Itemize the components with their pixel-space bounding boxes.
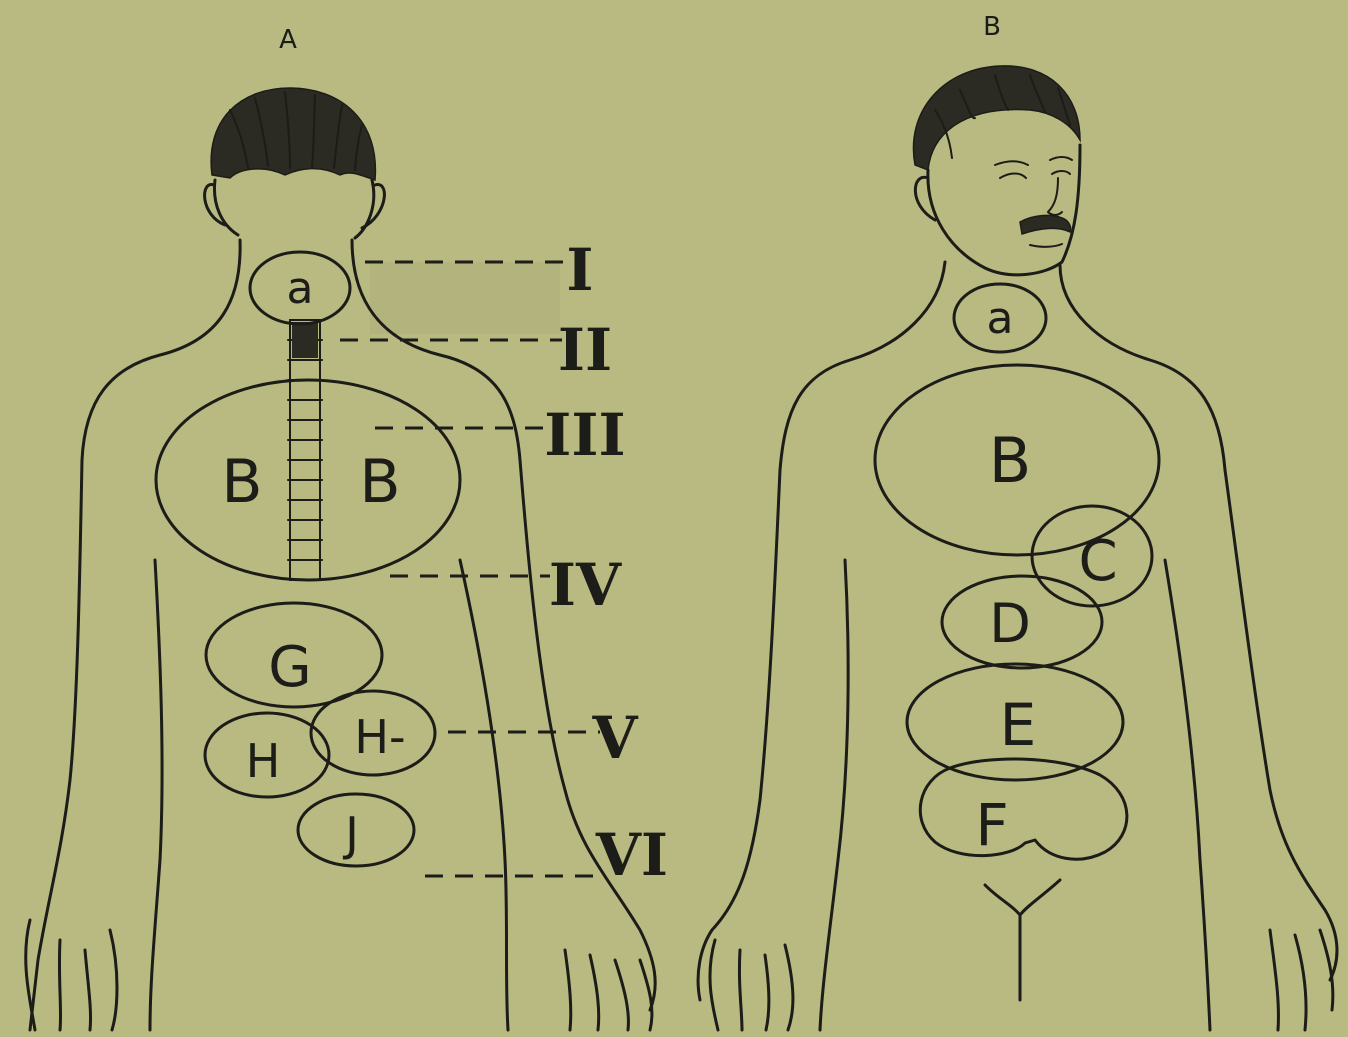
level-label-6: VI [595,821,668,889]
right-torso-side [460,560,508,1030]
zone-c-label: C [1078,529,1117,594]
moustache [1020,215,1071,234]
panel-b: B [698,12,1337,1030]
panel-b-title: B [983,12,1001,42]
front-left-torso-side [820,560,848,1030]
groin-line [985,880,1060,1000]
panel-a: A [26,25,668,1030]
shaded-band [370,262,560,334]
left-hand [26,920,117,1030]
level-label-5: V [591,704,638,772]
front-right-hand [1270,930,1333,1030]
zone-a-back-label: a [287,263,314,314]
front-face-outline [928,145,1080,275]
back-body-outline [30,240,240,1030]
level-label-1: I [566,236,593,304]
back-head-hair [211,88,375,180]
zone-a-front-label: a [987,293,1014,344]
zone-d-label: D [989,592,1031,655]
zone-b-back-label-right: B [359,447,400,517]
spine [288,320,322,580]
zone-h-right-label: H- [354,710,405,764]
zone-g-label: G [268,635,311,700]
back-head-outline [214,180,373,238]
level-label-4: IV [549,551,622,619]
front-body-outline [698,262,945,1000]
zone-b-front-label: B [989,424,1032,497]
panel-a-title: A [279,25,297,55]
zone-f [920,759,1127,859]
zone-e-label: E [1000,691,1037,759]
front-left-hand [710,940,793,1030]
mouth [1030,244,1062,247]
right-hand [565,950,652,1030]
nose [1048,178,1062,215]
front-right-torso-side [1165,560,1210,1030]
front-ear [915,177,935,220]
zone-f-label: F [975,791,1008,859]
zone-b-back-label-left: B [221,447,262,517]
brows [995,157,1072,165]
left-torso-side [150,560,162,1030]
zone-h-left-label: H [246,734,281,788]
zone-j-label: J [342,807,359,861]
level-label-3: III [544,401,625,469]
eyes [1000,171,1070,178]
level-label-2: II [558,316,612,384]
